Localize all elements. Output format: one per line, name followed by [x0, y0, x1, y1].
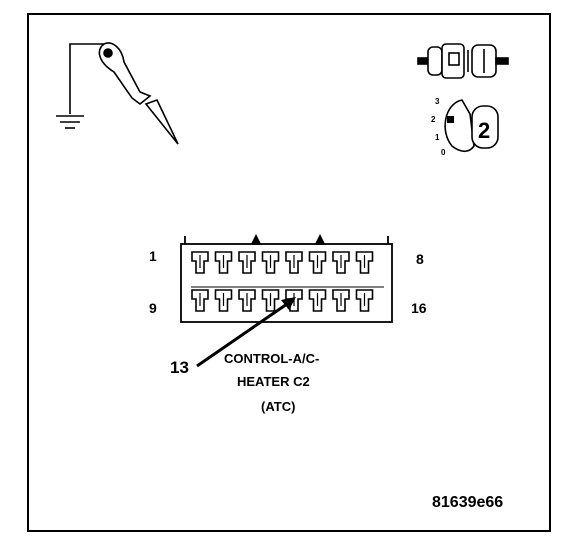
- ground-probe-icon: [56, 42, 179, 145]
- selector-scale-3: 3: [435, 97, 440, 106]
- connector-plug-icon: [417, 43, 509, 79]
- selector-switch-icon: 3 2 1 0 2: [431, 97, 499, 157]
- selector-scale-0: 0: [441, 148, 446, 157]
- pin-label-1: 1: [149, 248, 157, 264]
- connector-name-line-3: (ATC): [261, 399, 296, 414]
- pin-label-8: 8: [416, 251, 424, 267]
- pin-13-callout-arrow: [196, 297, 296, 368]
- callout-pin-number: 13: [170, 358, 189, 377]
- pin-label-9: 9: [149, 300, 157, 316]
- figure-id: 81639e66: [432, 494, 504, 511]
- connector-pins: [191, 251, 374, 312]
- diagram-frame: [27, 13, 551, 532]
- selector-scale-1: 1: [435, 133, 440, 142]
- selector-scale-2: 2: [431, 115, 436, 124]
- connector-name-line-2: HEATER C2: [237, 374, 310, 389]
- pin-label-16: 16: [411, 300, 427, 316]
- connector-name-line-1: CONTROL-A/C-: [224, 351, 320, 366]
- selector-position: 2: [478, 118, 490, 143]
